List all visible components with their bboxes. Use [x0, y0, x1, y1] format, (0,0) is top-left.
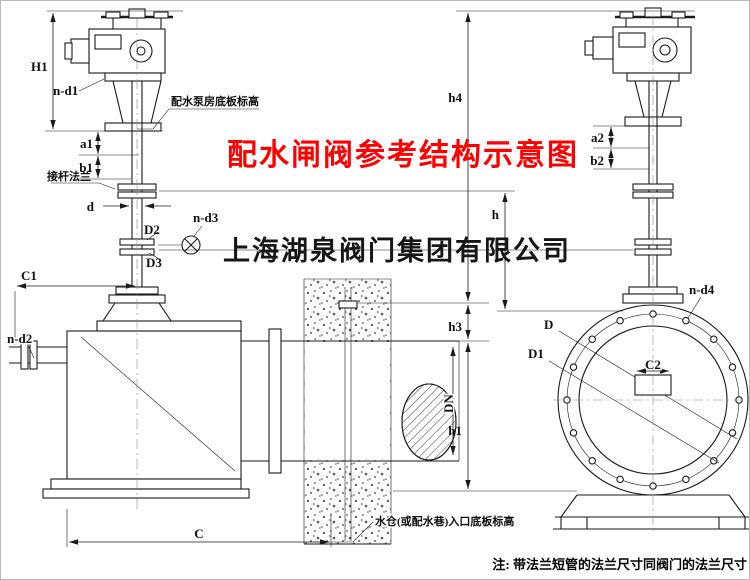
outlet-flange	[268, 328, 282, 474]
label-h1: h1	[448, 423, 462, 438]
electric-actuator-right	[584, 7, 695, 127]
label-a2: a2	[591, 130, 604, 145]
wall-sleeve-rod	[338, 287, 358, 541]
label-a1: a1	[80, 136, 93, 151]
label-b2: b2	[590, 153, 604, 168]
label-d: d	[87, 199, 95, 214]
dimension-lines	[17, 13, 669, 545]
label-D3: D3	[146, 255, 162, 270]
label-stem-flange: 接杆法兰	[47, 169, 91, 183]
label-h: h	[492, 207, 500, 222]
label-n-d2: n-d2	[7, 331, 32, 346]
leader-n-d1	[78, 78, 105, 92]
valve-body-left	[9, 294, 282, 499]
concrete-wall	[303, 278, 392, 545]
motor	[592, 36, 614, 60]
leader-pump-floor	[137, 108, 259, 130]
valve-base-right	[553, 494, 749, 530]
through-wall-pipe	[281, 340, 460, 462]
base-plate	[50, 478, 242, 490]
leader-D2	[146, 231, 159, 241]
label-C1: C1	[21, 268, 37, 283]
bolt-holes	[563, 310, 743, 490]
motor	[70, 38, 90, 64]
company-name: 上海湖泉阀门集团有限公司	[223, 235, 571, 266]
label-D: D	[544, 317, 553, 332]
right-front-view	[548, 7, 749, 530]
leader-D3	[148, 252, 162, 261]
leader-n-d3	[193, 225, 203, 237]
valve-body	[66, 330, 242, 480]
leader-lines	[28, 78, 702, 543]
label-D2: D2	[144, 222, 160, 237]
label-bunker-floor-elevation: 水仓(或配水巷)入口底板标高	[375, 514, 514, 528]
support-bracket	[104, 122, 162, 132]
label-C2: C2	[645, 357, 661, 372]
footnote: 注: 带法兰短管的法兰尺寸同阀门的法兰尺寸	[492, 557, 747, 572]
stem-flange-lower	[119, 248, 155, 256]
leader-jiegan	[51, 182, 116, 190]
label-n-d4: n-d4	[689, 282, 715, 297]
label-n-d3: n-d3	[193, 210, 219, 225]
bolt-hole-symbol	[158, 235, 201, 255]
left-side-view	[9, 8, 460, 499]
electric-actuator-left	[64, 8, 173, 132]
label-h3: h3	[448, 319, 462, 334]
leader-bunker-floor	[315, 521, 374, 543]
label-pump-floor-elevation: 配水泵房底板标高	[171, 94, 259, 108]
drawing-title: 配水闸阀参考结构示意图	[227, 138, 579, 172]
leader-n-d4	[687, 296, 702, 319]
label-DN: DN	[441, 394, 456, 413]
leader-D1	[548, 360, 720, 464]
label-b1: b1	[79, 160, 93, 175]
labels: H1 n-d1 a1 b1 接杆法兰 d 配水泵房底板标高 D2 n-d3 D3…	[6, 59, 717, 543]
extension-lines	[14, 10, 695, 547]
side-stub-pipe	[9, 340, 67, 370]
label-H1: H1	[31, 59, 48, 74]
label-D1: D1	[528, 346, 544, 361]
label-n-d1: n-d1	[53, 83, 78, 98]
actuator-base-flange	[104, 72, 162, 82]
label-C: C	[194, 526, 203, 541]
leader-n-d2	[28, 346, 35, 359]
label-h4: h4	[448, 90, 462, 105]
